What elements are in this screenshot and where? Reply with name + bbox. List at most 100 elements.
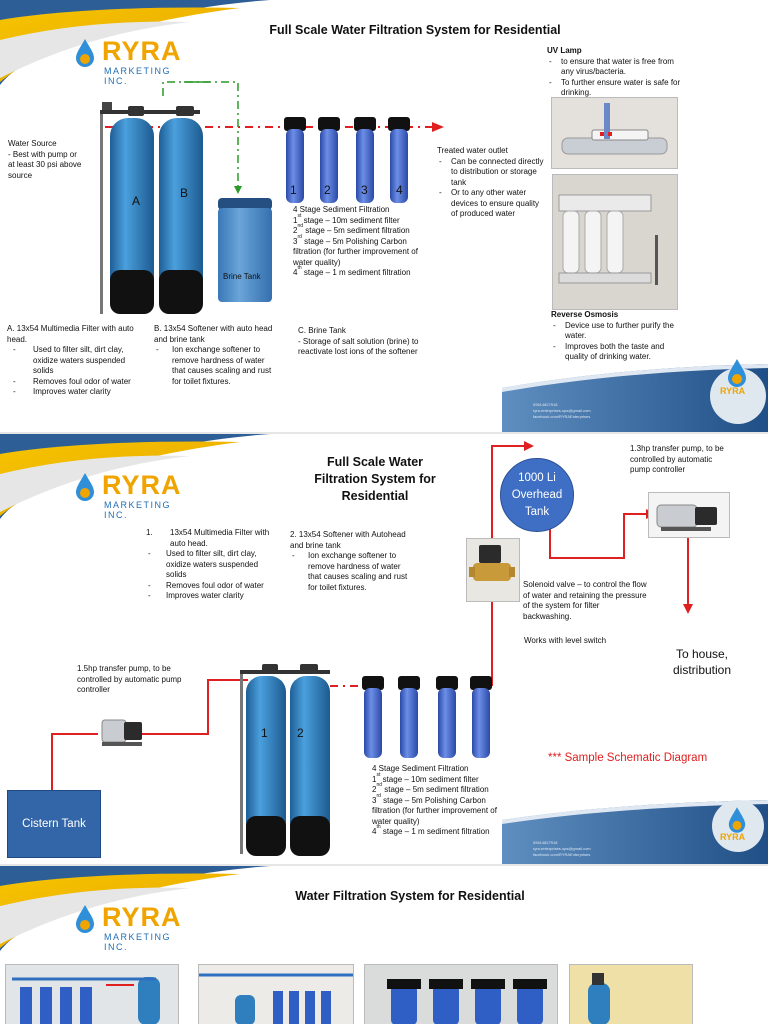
sediment-heading: 4 Stage Sediment Filtration	[293, 205, 423, 216]
softener-b-heading: B. 13x54 Softener with auto head and bri…	[154, 324, 279, 345]
water-source-heading: Water Source	[8, 139, 100, 150]
brand-name: RYRA	[102, 902, 182, 933]
installation-image	[365, 965, 557, 1024]
solenoid-note: Solenoid valve – to control the flow of …	[523, 580, 648, 622]
pump-15hp-note: 1.5hp transfer pump, to be controlled by…	[77, 664, 187, 696]
uv-item-1: to ensure that water is free from any vi…	[547, 57, 683, 78]
filter-housing-4	[470, 676, 492, 758]
water-source-line-1: - Best with pump or	[8, 150, 100, 161]
pump-13hp-photo	[648, 492, 730, 538]
brine-arrow	[234, 186, 242, 194]
stage-4: 4th stage – 1 m sediment filtration	[293, 268, 423, 279]
overhead-to-pump-pipe	[550, 514, 648, 558]
brine-c-caption: C. Brine Tank - Storage of salt solution…	[298, 326, 428, 358]
install-photo-4	[569, 964, 693, 1024]
treated-outlet-note: Treated water outlet Can be connected di…	[437, 146, 545, 220]
uv-lamp-note: UV Lamp to ensure that water is free fro…	[547, 46, 683, 99]
brine-tank	[216, 198, 274, 304]
tanks-12	[236, 660, 334, 860]
softener-2-heading: 2. 13x54 Softener with Autohead and brin…	[290, 530, 415, 551]
water-source-note: Water Source - Best with pump or at leas…	[8, 139, 100, 181]
filter-1-number: 1.	[146, 528, 153, 539]
stage-1: 1st stage – 10m sediment filter	[372, 775, 502, 786]
tanks-ab	[96, 100, 208, 320]
filter-1-caption: 1. 13x54 Multimedia Filter with auto head…	[146, 528, 276, 602]
brand-tagline: MARKETING INC.	[104, 932, 171, 952]
stage-2: 2nd stage – 5m sediment filtration	[293, 226, 423, 237]
cistern-tank-label: Cistern Tank	[22, 818, 86, 830]
filter-number-3: 3	[361, 183, 368, 197]
install-photo-3	[364, 964, 558, 1024]
filter-housing-3	[436, 676, 458, 758]
install-photo-1	[5, 964, 179, 1024]
tank-b-label: B	[180, 186, 188, 200]
filter-number-1: 1	[290, 183, 297, 197]
filter-1-item-2: Removes foul odor of water	[146, 581, 276, 592]
footer-logo-text: RYRA	[720, 386, 745, 396]
filter-a-item-1: Used to filter silt, dirt clay, oxidize …	[11, 345, 137, 377]
outlet-arrow	[432, 122, 444, 132]
stage-3: 3rd stage – 5m Polishing Carbon filtrati…	[372, 796, 502, 828]
footer-logo-drop-icon	[726, 358, 748, 388]
ro-unit-image	[553, 175, 677, 309]
level-switch-note: Works with level switch	[524, 636, 606, 647]
overhead-tank-label: 1000 Li Overhead Tank	[507, 470, 567, 521]
filter-1-item-1: Used to filter silt, dirt clay, oxidize …	[146, 549, 276, 581]
sediment-heading: 4 Stage Sediment Filtration	[372, 764, 502, 775]
brine-c-heading: C. Brine Tank	[298, 326, 428, 337]
solenoid-valve-image	[467, 539, 519, 601]
footer-logo-drop-icon	[727, 806, 747, 834]
brine-c-body: - Storage of salt solution (brine) to re…	[298, 337, 428, 358]
installation-image	[570, 965, 692, 1024]
solenoid-valve-photo	[466, 538, 520, 602]
cistern-to-pump-pipe	[52, 734, 98, 796]
installation-image	[199, 965, 353, 1024]
water-drop-icon	[74, 904, 96, 934]
filter-a-item-3: Improves water clarity	[11, 387, 137, 398]
cistern-tank: Cistern Tank	[7, 790, 101, 858]
slide-1: RYRA MARKETING INC. Full Scale Water Fil…	[0, 0, 768, 432]
ro-photo	[552, 174, 678, 310]
softener-2-caption: 2. 13x54 Softener with Autohead and brin…	[290, 530, 415, 593]
tank-1-label: 1	[261, 726, 268, 740]
transfer-pump-image	[649, 493, 729, 537]
ro-heading: Reverse Osmosis	[551, 310, 681, 321]
treated-item-1: Can be connected directly to distributio…	[437, 157, 545, 189]
filter-housing-1	[362, 676, 384, 758]
sample-diagram-note: *** Sample Schematic Diagram	[548, 752, 707, 764]
stage-4: 4th stage – 1 m sediment filtration	[372, 827, 502, 838]
install-photo-2	[198, 964, 354, 1024]
uv-lamp-photo	[551, 97, 678, 169]
water-source-line-3: source	[8, 171, 100, 182]
treated-heading: Treated water outlet	[437, 146, 545, 157]
to-house-label: To house, distribution	[664, 646, 740, 678]
filter-1-item-3: Improves water clarity	[146, 591, 276, 602]
treated-item-2: Or to any other water devices to ensure …	[437, 188, 545, 220]
filter-1-heading: 13x54 Multimedia Filter with auto head.	[170, 528, 269, 548]
pump-13hp-note: 1.3hp transfer pump, to be controlled by…	[630, 444, 730, 476]
softener-b-caption: B. 13x54 Softener with auto head and bri…	[154, 324, 279, 387]
filter-a-heading: A. 13x54 Multimedia Filter with auto hea…	[7, 324, 137, 345]
tank-2-label: 2	[297, 726, 304, 740]
stage-2: 2nd stage – 5m sediment filtration	[372, 785, 502, 796]
filter-housing-2	[398, 676, 420, 758]
installation-image	[6, 965, 178, 1024]
brine-tank-label: Brine Tank	[223, 272, 261, 283]
overhead-tank: 1000 Li Overhead Tank	[500, 458, 574, 532]
slide-3-title: Water Filtration System for Residential	[270, 889, 550, 903]
filter-a-caption: A. 13x54 Multimedia Filter with auto hea…	[7, 324, 137, 398]
filter-number-2: 2	[324, 183, 331, 197]
sediment-stages: 4 Stage Sediment Filtration 1st stage – …	[293, 205, 423, 279]
tank-a-label: A	[132, 194, 140, 208]
footer-logo-text: RYRA	[720, 832, 745, 842]
softener-2-item-1: Ion exchange softener to remove hardness…	[290, 551, 415, 593]
stage-3: 3rd stage – 5m Polishing Carbon filtrati…	[293, 237, 423, 269]
uv-heading: UV Lamp	[547, 46, 683, 57]
sediment-filters-2	[360, 676, 496, 760]
stage-1: 1st stage – 10m sediment filter	[293, 216, 423, 227]
softener-b-item-1: Ion exchange softener to remove hardness…	[154, 345, 279, 387]
pump-15hp-image	[98, 712, 146, 752]
slide-2: RYRA MARKETING INC. Full Scale Water Fil…	[0, 434, 768, 864]
